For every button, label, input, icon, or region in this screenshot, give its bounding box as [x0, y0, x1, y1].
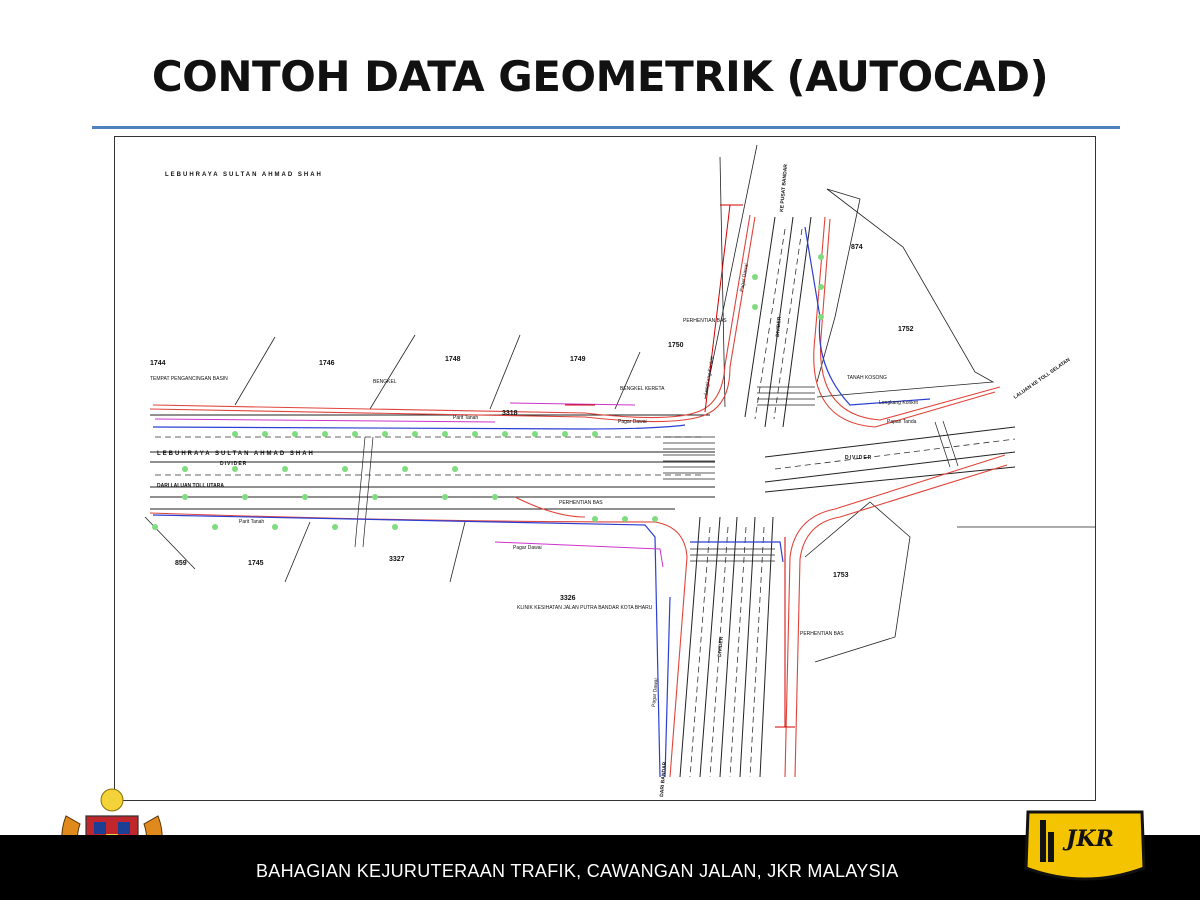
lot-3327: 3327: [389, 556, 405, 563]
note-bengkel: BENGKEL: [373, 379, 397, 385]
lot-1753: 1753: [833, 572, 849, 579]
intersection-plan: LEBUHRAYA SULTAN AHMAD SHAH LEBUHRAYA SU…: [144, 144, 1095, 797]
jkr-logo-text: JKR: [1062, 826, 1114, 852]
road-name-top: LEBUHRAYA SULTAN AHMAD SHAH: [165, 172, 323, 178]
note-clinic: KLINIK KESIHATAN JALAN PUTRA BANDAR KOTA…: [517, 605, 653, 611]
divider-label-west: DIVIDER: [220, 461, 247, 467]
note-bus-stop-south: PERHENTIAN BAS: [800, 631, 844, 637]
kerb-lines: [149, 214, 1008, 778]
lot-859: 859: [175, 560, 187, 567]
lot-1745: 1745: [248, 560, 264, 567]
note-signboard: Papan Tanda: [887, 419, 917, 425]
slide-title: CONTOH DATA GEOMETRIK (AUTOCAD): [151, 52, 1049, 101]
note-fence-north: Pagar Dawai: [618, 419, 647, 425]
lot-874: 874: [851, 244, 863, 251]
tree-markers: [152, 254, 824, 530]
road-name-toll-south: LALUAN KE TOLL SELATAN: [1013, 357, 1072, 401]
note-car-workshop: BENGKEL KERETA: [620, 386, 665, 392]
note-from-town: DARI BANDAR: [659, 761, 668, 797]
fence-lines: [154, 402, 664, 568]
note-drain-north: Parit Tanah: [453, 415, 478, 421]
autocad-drawing: LEBUHRAYA SULTAN AHMAD SHAH LEBUHRAYA SU…: [114, 136, 1096, 801]
lot-boundaries: [144, 144, 1095, 663]
lot-1746: 1746: [319, 360, 335, 367]
crosswalks: [354, 386, 959, 562]
drainage-lines: [152, 226, 931, 778]
note-fence-south: Pagar Dawai: [513, 545, 542, 551]
road-edges: [150, 216, 1016, 778]
road-name-toll-north: DARI LALUAN TOLL UTARA: [157, 483, 224, 489]
divider-label-north: DIVIDER: [775, 316, 783, 337]
footer-text: BAHAGIAN KEJURUTERAAN TRAFIK, CAWANGAN J…: [256, 861, 899, 881]
note-bus-stop-west: PERHENTIAN BAS: [559, 500, 603, 506]
note-vacant-land: TANAH KOSONG: [847, 375, 887, 381]
lot-1750: 1750: [668, 342, 684, 349]
note-concrete-drain-north: Longkang Konkrit: [703, 355, 716, 395]
lot-1744: 1744: [150, 360, 166, 367]
lot-3318: 3318: [502, 410, 518, 417]
divider-label-east: DIVIDER: [845, 455, 872, 461]
footer-bar: [0, 835, 1200, 900]
lot-1748: 1748: [445, 356, 461, 363]
lot-1752: 1752: [898, 326, 914, 333]
title-divider: [92, 126, 1120, 129]
note-fence-south-leg: Pagar Dawai: [651, 678, 659, 707]
dimension-lines: [565, 204, 795, 728]
note-to-town-centre: KE PUSAT BANDAR: [779, 163, 789, 212]
lot-3326: 3326: [560, 595, 576, 602]
note-fence-north-leg: Pagar Dawai: [739, 263, 750, 292]
drawing-labels: LEBUHRAYA SULTAN AHMAD SHAH LEBUHRAYA SU…: [150, 163, 1072, 797]
divider-label-south: DIVIDER: [717, 636, 725, 657]
note-basin: TEMPAT PENGANCINGAN BASIN: [150, 376, 228, 382]
note-drain-west: Parit Tanah: [239, 519, 264, 525]
lot-1749: 1749: [570, 356, 586, 363]
note-concrete-drain: Longkang Konkrit: [879, 400, 919, 406]
jkr-logo: JKR: [1024, 810, 1146, 881]
note-bus-stop-north: PERHENTIAN BAS: [683, 318, 727, 324]
road-name-main: LEBUHRAYA SULTAN AHMAD SHAH: [157, 451, 315, 457]
